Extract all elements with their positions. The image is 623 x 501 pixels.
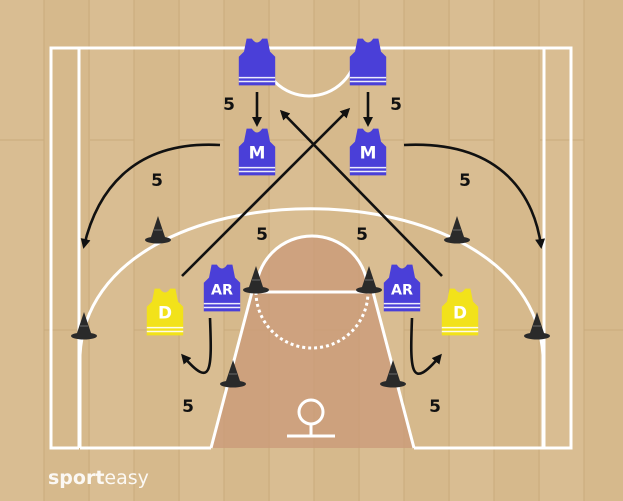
top-key-fill xyxy=(256,236,368,292)
player-m-start-left xyxy=(238,38,276,86)
cones xyxy=(71,216,550,388)
distance-label: 5 xyxy=(151,171,163,191)
arrow-cross-right xyxy=(279,109,443,277)
brand-part-1: sport xyxy=(48,467,104,489)
player-label: M xyxy=(360,143,377,163)
player-ar-left: AR xyxy=(203,264,241,312)
key-area xyxy=(211,292,414,448)
free-throw-arc xyxy=(254,234,370,293)
cone-icon xyxy=(220,360,246,388)
cone-icon xyxy=(524,312,550,340)
player-label: D xyxy=(158,303,172,323)
player-label: AR xyxy=(211,283,233,299)
cone-icon xyxy=(356,266,382,294)
court-boundary xyxy=(49,46,573,450)
hoop-icon xyxy=(287,398,335,438)
arrow-ar-left-cut xyxy=(181,317,213,375)
player-label: M xyxy=(249,143,266,163)
distance-label: 5 xyxy=(223,95,235,115)
player-d-right: D xyxy=(441,288,479,336)
distance-label: 5 xyxy=(429,397,441,417)
cone-icon xyxy=(380,360,406,388)
distance-labels: 5 5 5 5 5 5 5 5 xyxy=(151,95,471,417)
brand-part-2: easy xyxy=(104,467,148,489)
player-ar-right: AR xyxy=(383,264,421,312)
player-m-left: M xyxy=(238,128,276,176)
arrow-ar-right-cut xyxy=(409,317,442,375)
cone-icon xyxy=(145,216,171,244)
arrow-cross-left xyxy=(181,107,351,277)
free-throw-arc-dashed xyxy=(254,291,370,350)
cone-icon xyxy=(71,312,97,340)
distance-label: 5 xyxy=(256,225,268,245)
brand-logo: sporteasy xyxy=(48,467,149,489)
distance-label: 5 xyxy=(356,225,368,245)
player-d-left: D xyxy=(146,288,184,336)
distance-label: 5 xyxy=(459,171,471,191)
player-m-start-right xyxy=(349,38,387,86)
arrow-m-left-out xyxy=(80,143,221,249)
players: M M AR AR D D xyxy=(146,38,479,336)
distance-label: 5 xyxy=(390,95,402,115)
player-m-right: M xyxy=(349,128,387,176)
movement-arrows xyxy=(80,92,546,375)
distance-label: 5 xyxy=(182,397,194,417)
player-label: D xyxy=(453,303,467,323)
cone-icon xyxy=(444,216,470,244)
cone-icon xyxy=(243,266,269,294)
arrow-m-right-out xyxy=(403,143,546,249)
player-label: AR xyxy=(391,283,413,299)
three-point-arc xyxy=(78,207,545,448)
